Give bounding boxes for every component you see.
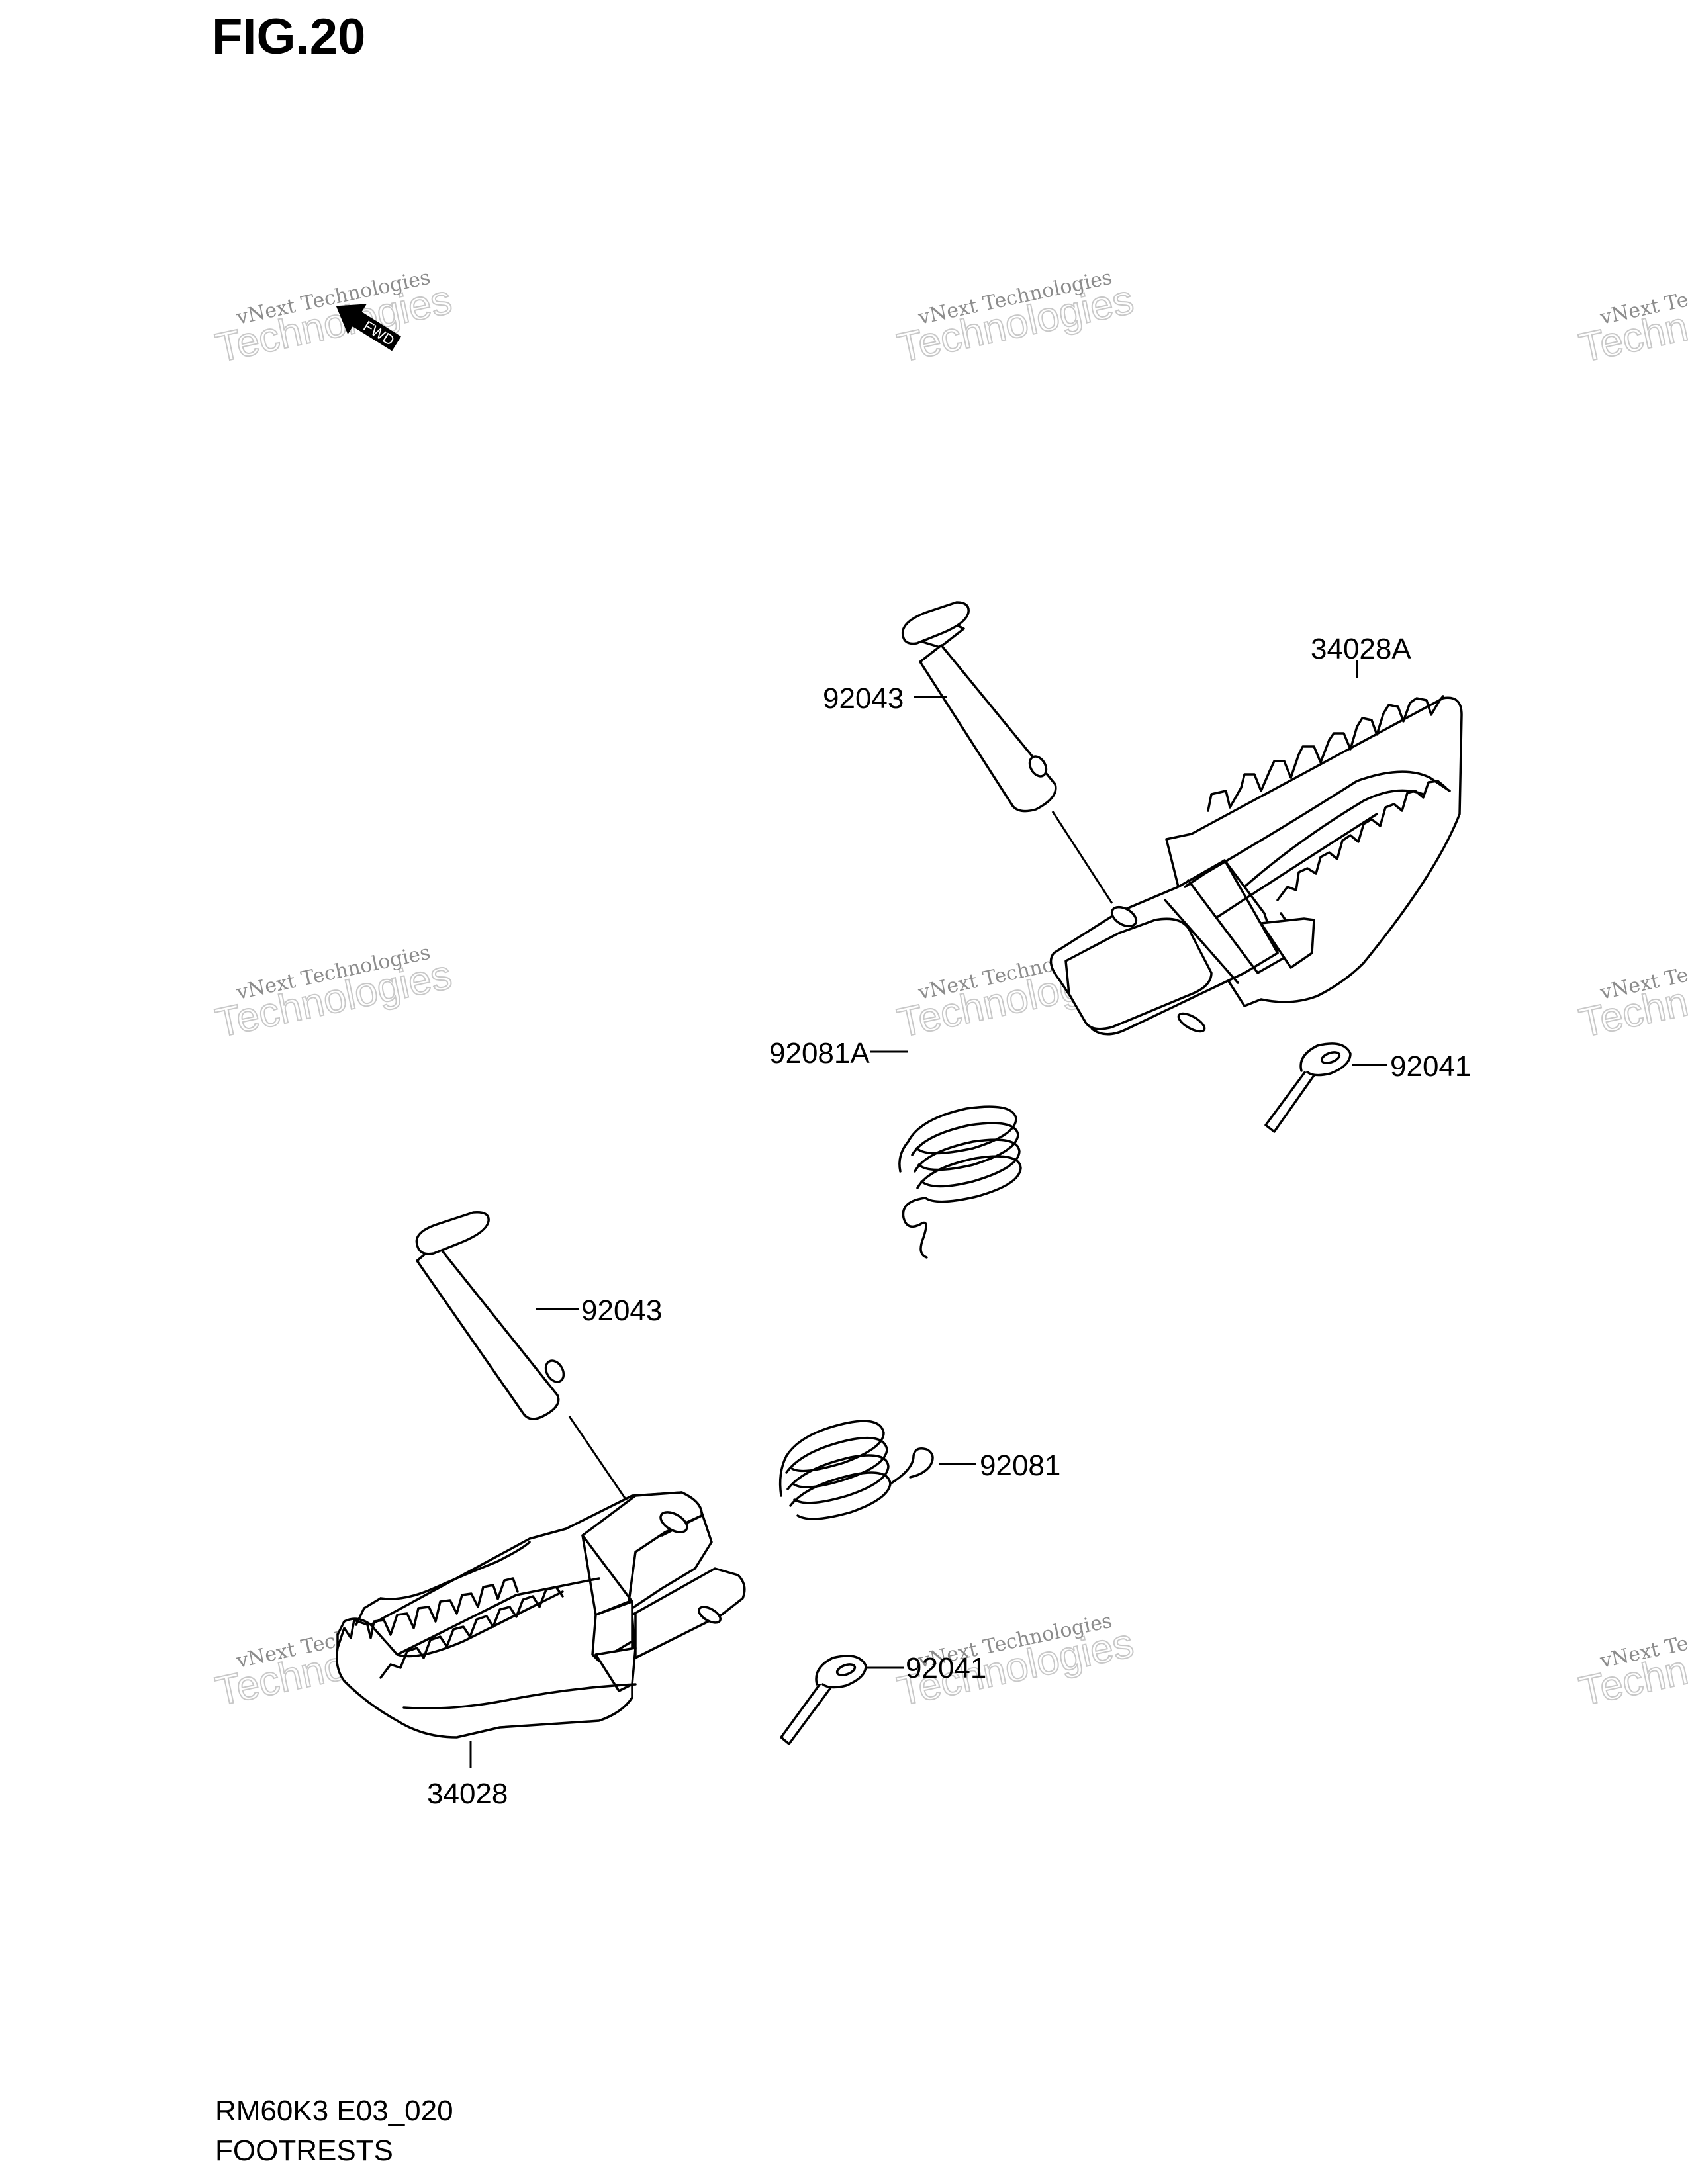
pin-top [901, 601, 1057, 813]
footrest-left [336, 1491, 746, 1739]
footrest-right [1049, 695, 1463, 1036]
spring-bottom [778, 1420, 934, 1520]
part-label-footrest-right: 34028A [1311, 633, 1411, 665]
cotter-bottom [780, 1655, 867, 1745]
watermark: Technologies vNext Technologies [1575, 1610, 1688, 1715]
part-label-footrest-left: 34028 [427, 1778, 508, 1810]
footer-section-name: FOOTRESTS [215, 2134, 393, 2167]
spring-top [898, 1105, 1022, 1259]
watermark: Technologies vNext Technologies [893, 266, 1138, 372]
part-label-pin-bottom: 92043 [581, 1295, 662, 1327]
pin-bottom [415, 1211, 565, 1420]
part-label-cotter-top: 92041 [1390, 1050, 1471, 1083]
watermark: Technologies vNext Technologies [211, 266, 456, 372]
footer-model-code: RM60K3 E03_020 [215, 2095, 453, 2127]
watermark-group: Technologies vNext Technologies Technolo… [211, 266, 1688, 1715]
figure-title: FIG.20 [212, 9, 366, 65]
part-label-spring-bottom: 92081 [980, 1449, 1060, 1482]
cotter-top [1264, 1042, 1352, 1133]
part-label-cotter-bottom: 92041 [906, 1652, 986, 1684]
part-label-pin-top: 92043 [823, 682, 904, 715]
watermark: Technologies vNext Technologies [1575, 941, 1688, 1047]
part-label-spring-top: 92081A [769, 1037, 870, 1069]
watermark: Technologies vNext Technologies [1575, 266, 1688, 372]
leader-line [1051, 811, 1113, 904]
watermark: Technologies vNext Technologies [211, 941, 456, 1047]
